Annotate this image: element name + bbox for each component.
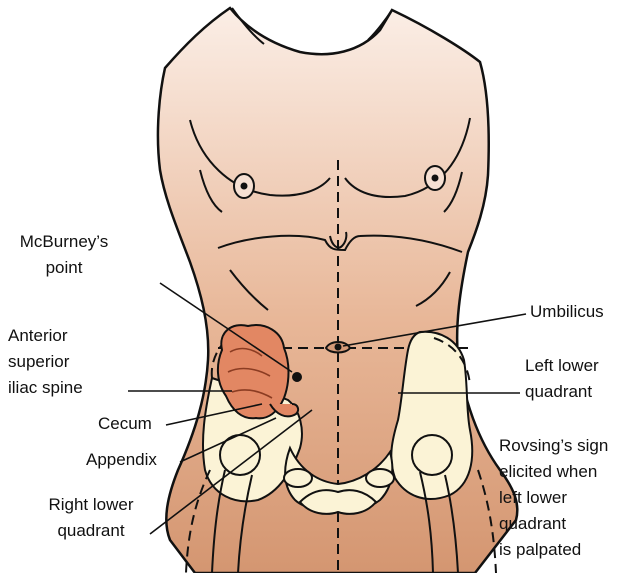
label-llq-line1: Left lower (525, 356, 599, 376)
label-asis-line1: Anterior (8, 326, 68, 346)
label-asis-line2: superior (8, 352, 69, 372)
label-mcburney-line1: McBurney’s (0, 232, 128, 252)
label-cecum: Cecum (98, 414, 152, 434)
label-rlq-line1: Right lower (20, 495, 162, 515)
label-llq-line2: quadrant (525, 382, 592, 402)
umbilicus-mark (326, 342, 350, 353)
mcburney-point-dot (292, 372, 302, 382)
nipple-left (234, 174, 254, 198)
label-asis-line3: iliac spine (8, 378, 83, 398)
label-rovsing-line4: quadrant (499, 514, 566, 534)
label-rovsing-line1: Rovsing’s sign (499, 436, 608, 456)
label-appendix: Appendix (86, 450, 157, 470)
label-mcburney-line2: point (0, 258, 128, 278)
label-rlq-line2: quadrant (20, 521, 162, 541)
label-rovsing-line2: elicited when (499, 462, 597, 482)
label-rovsing-line5: is palpated (499, 540, 581, 560)
label-rovsing-line3: left lower (499, 488, 567, 508)
label-umbilicus: Umbilicus (530, 302, 604, 322)
nipple-right (425, 166, 445, 190)
